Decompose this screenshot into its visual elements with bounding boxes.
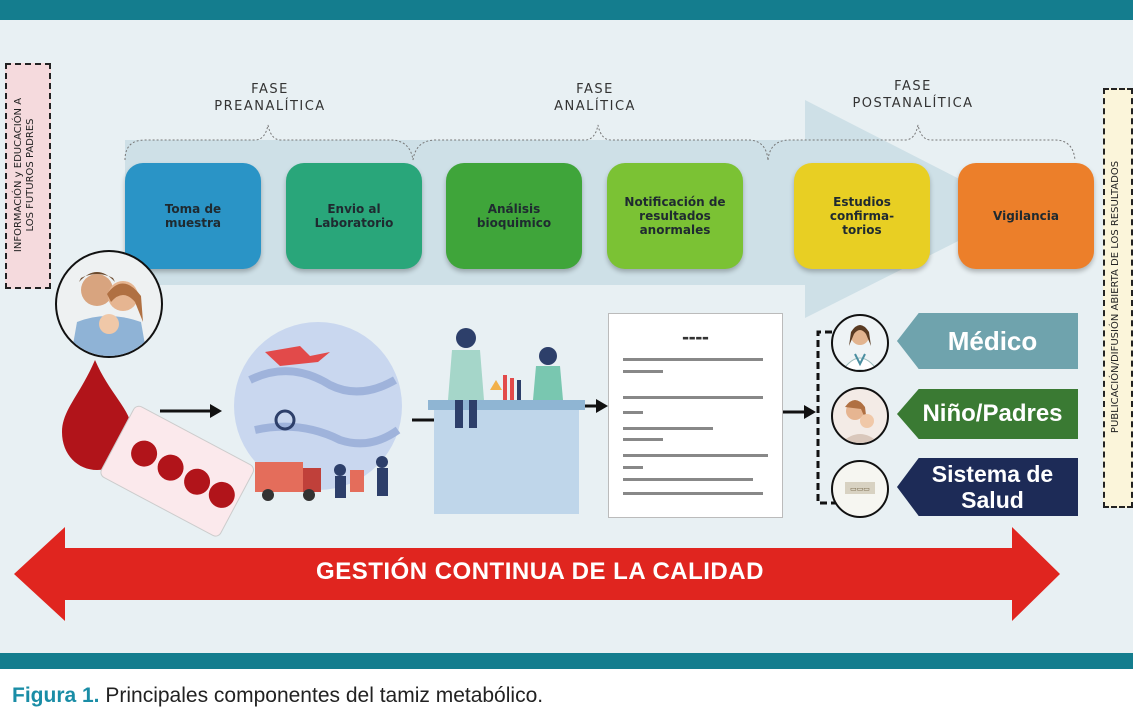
parents-baby-image (55, 250, 163, 358)
document-line (623, 411, 643, 414)
caption-label: Figura 1. (12, 684, 100, 707)
caption-text: Principales componentes del tamiz metabó… (99, 684, 544, 707)
step-label: Estudios confirma- torios (829, 195, 895, 237)
document-line (623, 454, 768, 457)
right-publication-box (1103, 88, 1133, 508)
brace-postanalitica (767, 124, 1076, 161)
step-label: Envio al Laboratorio (314, 202, 394, 230)
step-toma-de-muestra: Toma de muestra (125, 163, 261, 269)
step-analisis-bioquimico: Análisis bioquimico (446, 163, 582, 269)
recipient-medico: Médico (897, 313, 1078, 369)
phase-analitica-label: FASE ANALÍTICA (530, 81, 660, 115)
step-estudios-confirmatorios: Estudios confirma- torios (794, 163, 930, 269)
document-line (623, 438, 663, 441)
recipient-medico-label: Médico (947, 326, 1038, 356)
step-label: Notificación de resultados anormales (624, 195, 726, 237)
recipient-bracket (816, 330, 843, 505)
parent-child-avatar (831, 387, 889, 445)
document-line (623, 478, 753, 481)
logistics-illustration (234, 322, 402, 501)
document-line (623, 358, 763, 361)
phase-analitica-line1: FASE (576, 82, 614, 97)
recipient-nino-padres: Niño/Padres (897, 389, 1078, 439)
step-vigilancia: Vigilancia (958, 163, 1094, 269)
health-system-logo: ▭▭▭ (831, 460, 889, 518)
step-notificacion-resultados: Notificación de resultados anormales (607, 163, 743, 269)
blood-sample-illustration (62, 360, 254, 537)
laboratory-illustration (428, 328, 585, 514)
step-envio-laboratorio: Envio al Laboratorio (286, 163, 422, 269)
top-bar (0, 0, 1133, 20)
recipient-nino-label: Niño/Padres (922, 400, 1063, 427)
results-document: ▬▬▬▬ (608, 313, 783, 518)
brace-analitica (412, 124, 769, 161)
quality-banner-text: GESTIÓN CONTINUA DE LA CALIDAD (316, 558, 764, 585)
figure-caption: Figura 1. Principales componentes del ta… (12, 684, 543, 708)
step-label: Vigilancia (993, 209, 1059, 223)
left-info-box (5, 63, 51, 289)
phase-postanalitica-label: FASE POSTANALÍTICA (838, 78, 988, 112)
document-title-scribble: ▬▬▬▬ (682, 334, 709, 342)
phase-analitica-line2: ANALÍTICA (554, 99, 636, 114)
doctor-avatar (831, 314, 889, 372)
phase-preanalitica-line1: FASE (251, 82, 289, 97)
bottom-bar (0, 653, 1133, 669)
phase-postanalitica-line1: FASE (894, 79, 932, 94)
document-line (623, 370, 663, 373)
phase-preanalitica-line2: PREANALÍTICA (214, 99, 326, 114)
document-line (623, 427, 713, 430)
document-line (623, 492, 763, 495)
step-label: Análisis bioquimico (476, 202, 552, 230)
document-line (623, 396, 763, 399)
recipient-salud-label: Sistema de Salud (931, 461, 1054, 513)
phase-preanalitica-label: FASE PREANALÍTICA (205, 81, 335, 115)
recipient-sistema-salud: Sistema de Salud (897, 458, 1078, 516)
svg-text:▭▭▭: ▭▭▭ (850, 485, 870, 493)
document-line (623, 466, 643, 469)
phase-postanalitica-line2: POSTANALÍTICA (852, 96, 974, 111)
quality-double-arrow (14, 527, 1060, 621)
step-label: Toma de muestra (164, 202, 222, 230)
